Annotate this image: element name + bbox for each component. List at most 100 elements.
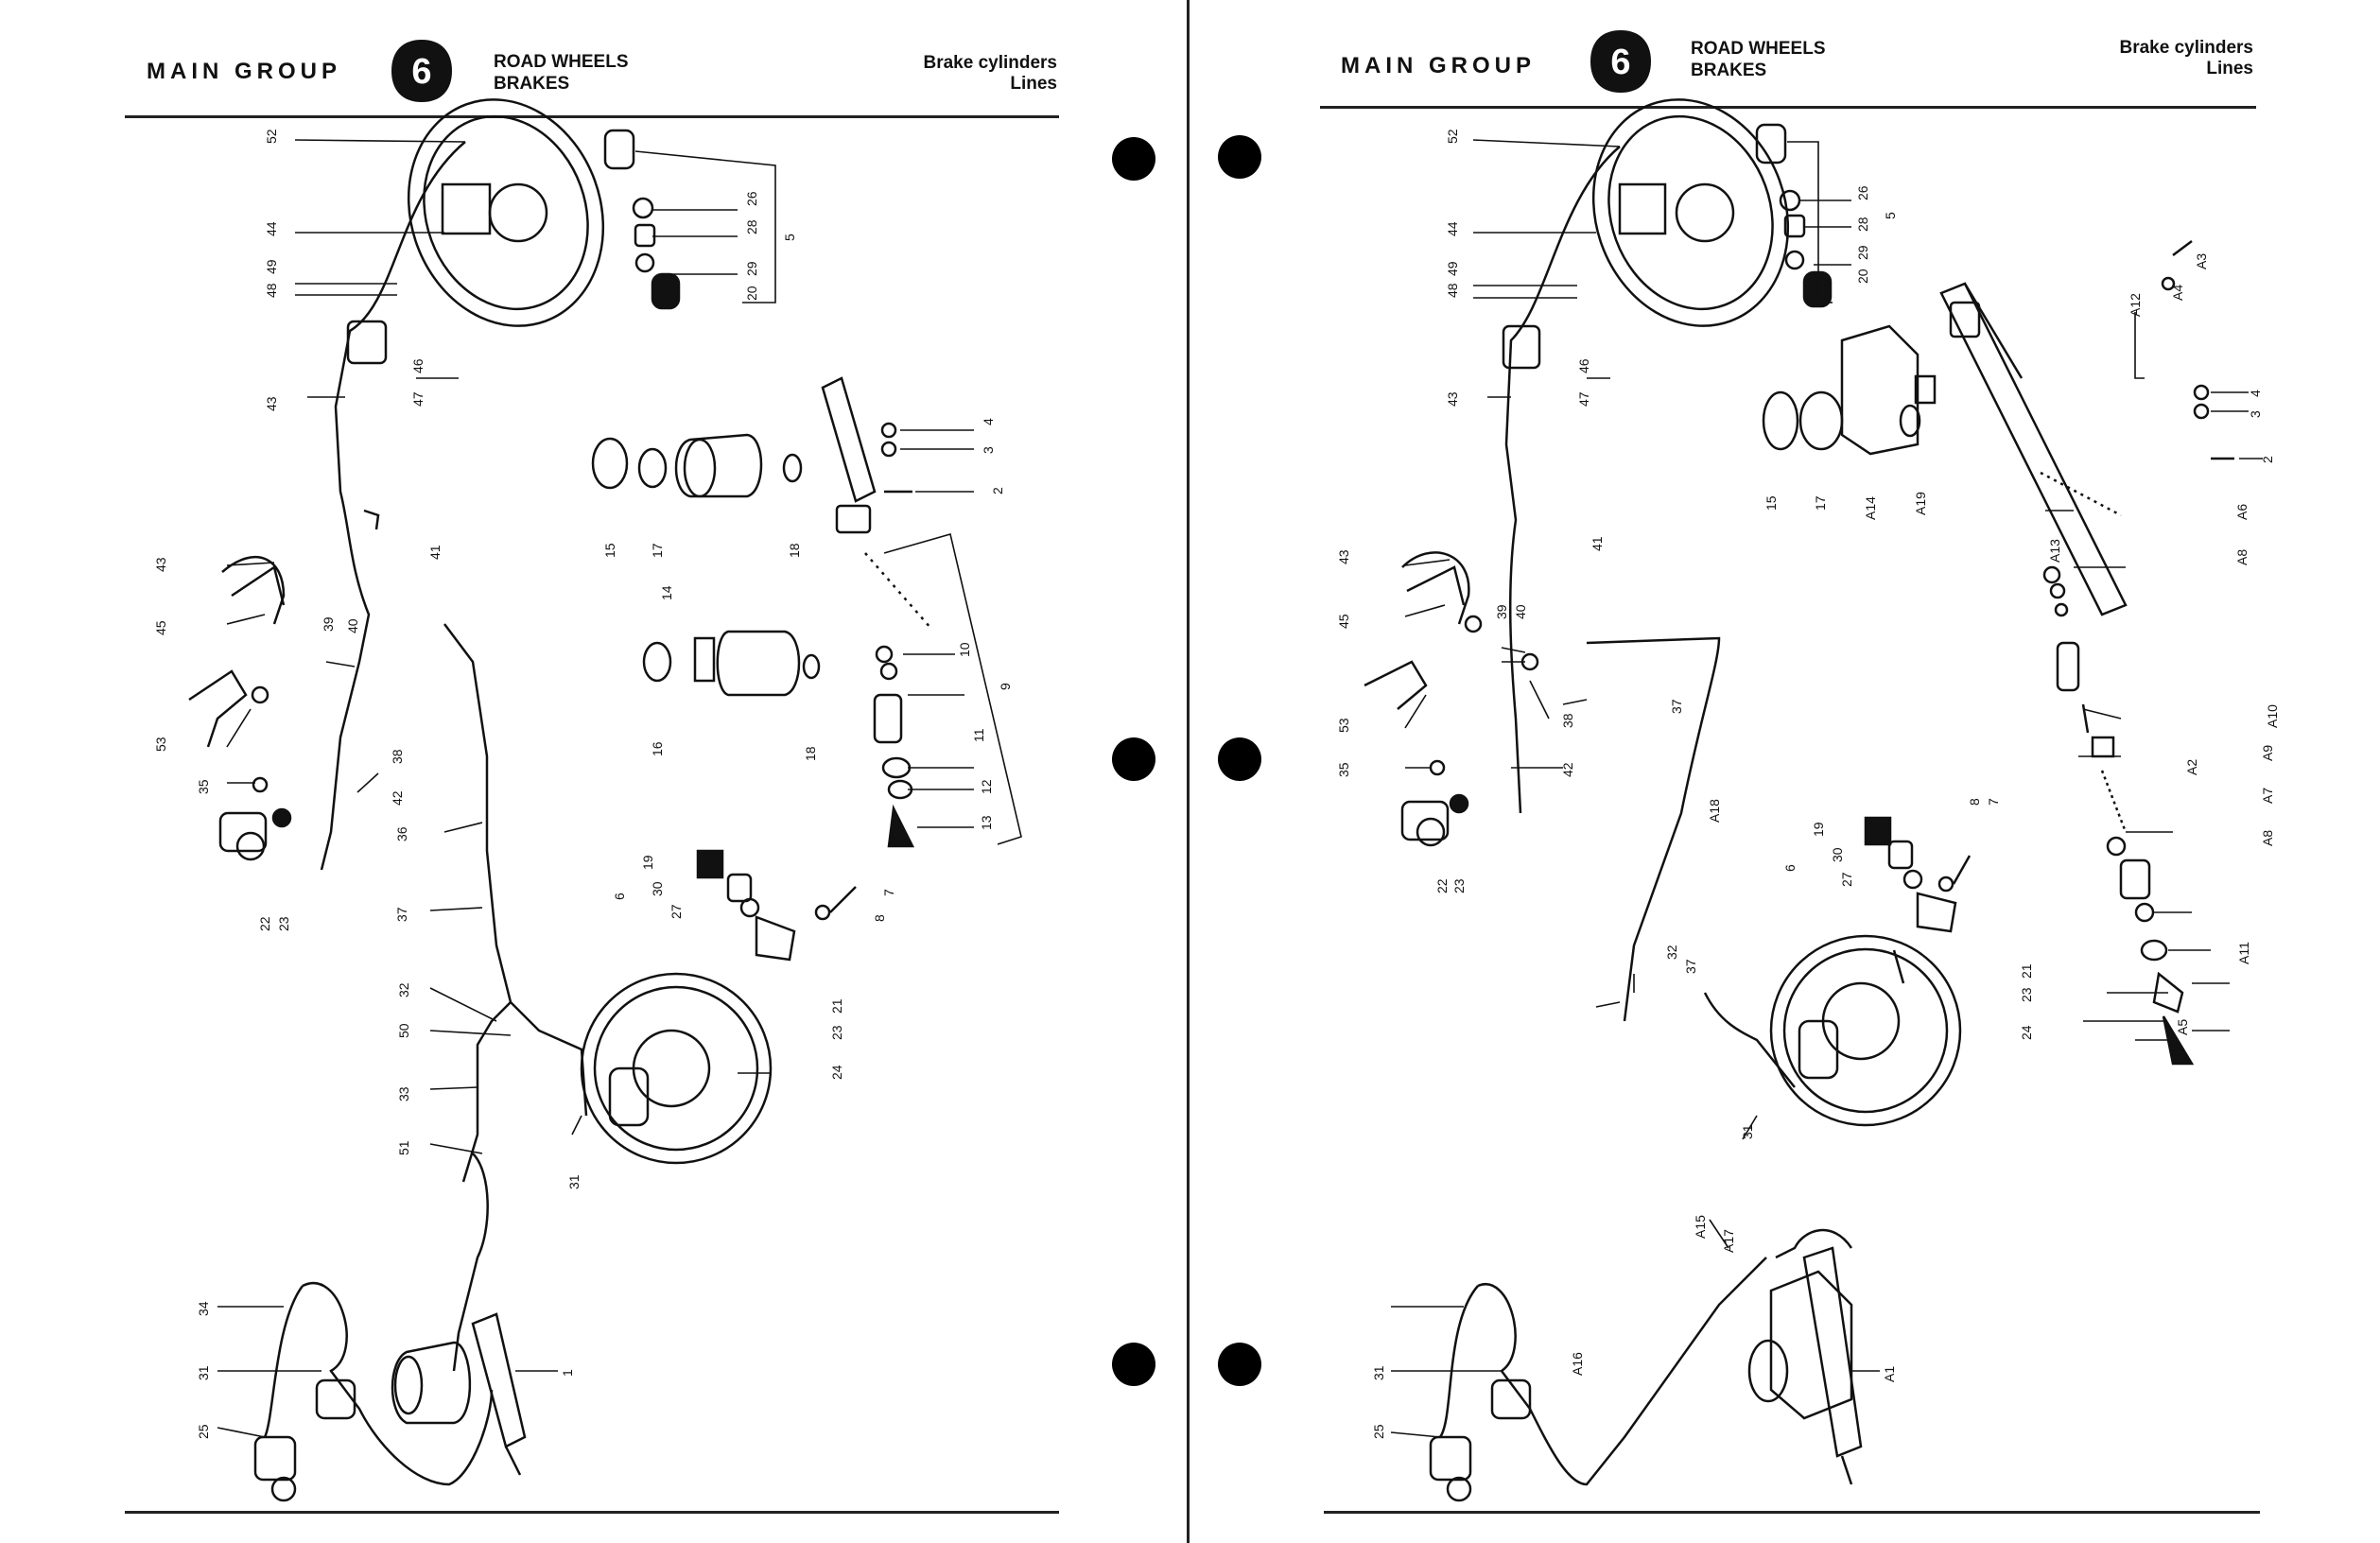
callout-7: 7	[1986, 798, 2001, 806]
callout-31: 31	[566, 1174, 582, 1189]
callout-52: 52	[264, 129, 279, 144]
callout-9: 9	[998, 683, 1013, 690]
group-number-badge: 6	[1589, 28, 1653, 95]
callout-22: 22	[257, 916, 272, 931]
subject-title: Brake cylinders Lines	[2078, 38, 2253, 79]
callout-A10: A10	[2265, 704, 2280, 728]
callout-3: 3	[981, 446, 996, 454]
subject-title-line2: Lines	[1010, 74, 1057, 94]
reservoir-lower-parts	[642, 630, 821, 697]
callout-2: 2	[2260, 456, 2275, 463]
callout-51: 51	[396, 1140, 411, 1155]
callout-A8: A8	[2234, 549, 2250, 565]
callout-5: 5	[1883, 212, 1898, 219]
callout-11: 11	[971, 728, 986, 742]
callout-A2: A2	[2184, 759, 2199, 775]
handbrake-bracket	[1364, 551, 1539, 710]
brake-fluid-reservoir	[591, 433, 803, 498]
main-group-heading: MAIN GROUP	[1341, 53, 1536, 78]
callout-42: 42	[1560, 762, 1575, 777]
callout-29: 29	[1855, 245, 1870, 260]
rear-cylinder	[1429, 1378, 1532, 1502]
callout-31b: 31	[1371, 1365, 1386, 1380]
callout-A18: A18	[1707, 799, 1722, 823]
callout-53: 53	[1336, 718, 1351, 733]
callout-40: 40	[345, 618, 360, 633]
callout-44: 44	[1445, 221, 1460, 236]
master-cylinder-assembly	[1939, 240, 2234, 616]
binder-hole	[1218, 737, 1261, 781]
callout-4: 4	[981, 418, 996, 425]
callout-47: 47	[410, 391, 426, 407]
wheel-cylinder-parts-top	[1755, 123, 1833, 308]
callout-13: 13	[979, 815, 994, 830]
brake-line-a16	[1438, 1285, 1479, 1438]
callout-28: 28	[744, 219, 759, 234]
callout-49: 49	[264, 259, 279, 274]
callout-27: 27	[1839, 872, 1854, 887]
callout-44: 44	[264, 221, 279, 236]
rear-cylinder-line	[253, 1282, 494, 1502]
callout-3: 3	[2248, 410, 2263, 418]
wheel-cylinder-parts-top	[603, 129, 681, 310]
callout-A19: A19	[1913, 492, 1928, 515]
callout-35: 35	[196, 779, 211, 794]
footer-rule	[1324, 1511, 2260, 1514]
subject-title-line1: Brake cylinders	[923, 53, 1057, 73]
callout-14: 14	[659, 585, 674, 600]
callout-15: 15	[1763, 495, 1779, 511]
callout-A5: A5	[2175, 1019, 2190, 1035]
callout-19: 19	[640, 855, 655, 870]
exploded-parts-diagram-left: 52 44 48 49 43 47 46 26 28 20 29 5 4 3 2…	[153, 98, 1022, 1502]
master-cylinder-bottom	[1747, 1246, 1863, 1485]
callout-47: 47	[1576, 391, 1591, 407]
callout-31b: 31	[196, 1365, 211, 1380]
callout-37: 37	[1669, 699, 1684, 714]
callout-26: 26	[1855, 185, 1870, 200]
section-title-line2: BRAKES	[494, 74, 570, 94]
callout-45: 45	[153, 620, 168, 635]
callout-24: 24	[829, 1065, 844, 1080]
callout-22: 22	[1434, 878, 1450, 893]
callout-32: 32	[396, 982, 411, 997]
internal-parts-chain	[2040, 471, 2195, 1066]
callout-2: 2	[990, 487, 1005, 494]
exploded-parts-diagram-right: 52 44 48 49 43 47 46 26 28 20 29 5 A3 A4…	[1336, 98, 2280, 1502]
callout-46: 46	[1576, 358, 1591, 373]
callout-43b: 43	[1336, 549, 1351, 564]
callout-24: 24	[2019, 1025, 2034, 1040]
front-backing-plate	[1591, 98, 1790, 327]
callout-23b: 23	[2019, 987, 2034, 1002]
footer-rule	[125, 1511, 1059, 1514]
callout-37b: 37	[1683, 959, 1698, 974]
page-divider	[1187, 0, 1190, 1543]
callout-23: 23	[276, 916, 291, 931]
wheel-cylinder-parts-rear	[696, 849, 857, 962]
callout-A1: A1	[1882, 1366, 1897, 1382]
callout-A12: A12	[2128, 293, 2143, 317]
callout-A17: A17	[1721, 1229, 1736, 1253]
brake-line-front	[1504, 146, 1621, 814]
bleed-valve-front	[218, 776, 292, 861]
callout-16: 16	[650, 741, 665, 756]
group-number: 6	[1610, 43, 1630, 82]
callout-38: 38	[1560, 713, 1575, 728]
callout-20: 20	[744, 286, 759, 301]
callout-30: 30	[1830, 847, 1845, 862]
callout-5: 5	[782, 234, 797, 241]
bleed-valve-front	[1400, 759, 1469, 847]
binder-hole	[1218, 1343, 1261, 1386]
callout-A8b: A8	[2260, 830, 2275, 846]
callout-49: 49	[1445, 261, 1460, 276]
callout-34: 34	[196, 1301, 211, 1316]
callout-29: 29	[744, 261, 759, 276]
callout-38: 38	[390, 749, 405, 764]
callout-25: 25	[196, 1424, 211, 1439]
callout-4: 4	[2248, 390, 2263, 397]
rear-backing-plate	[580, 972, 773, 1165]
leader-lines	[1390, 139, 2263, 1438]
callout-17: 17	[1813, 495, 1828, 511]
brake-line-a17	[1775, 1229, 1853, 1259]
callout-52: 52	[1445, 129, 1460, 144]
callout-12: 12	[979, 779, 994, 794]
